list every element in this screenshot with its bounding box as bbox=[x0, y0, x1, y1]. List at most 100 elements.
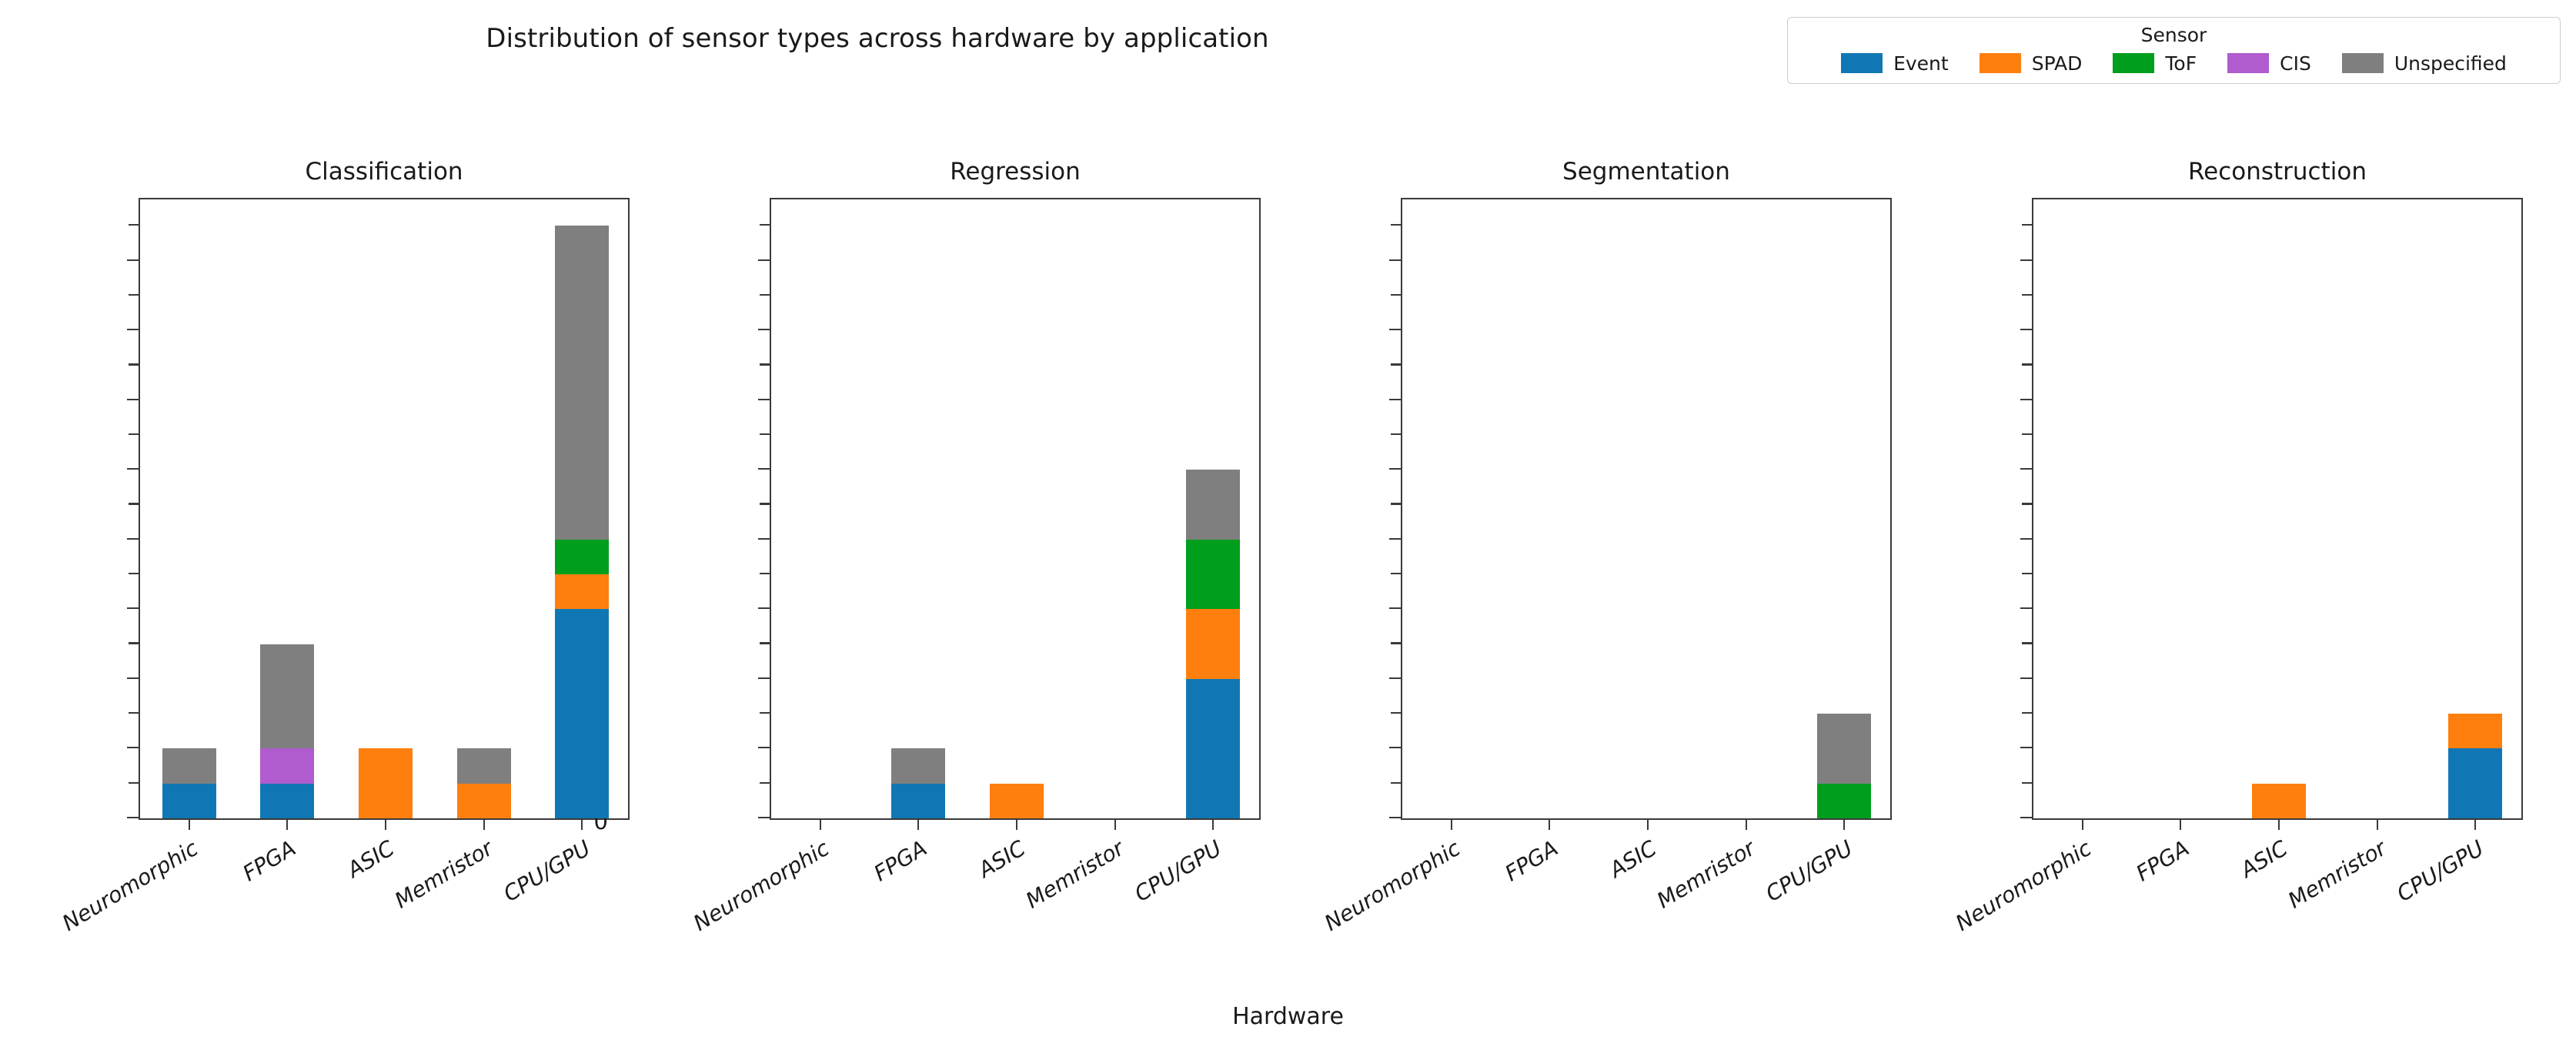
legend-entry[interactable]: Event bbox=[1841, 52, 1949, 75]
y-tick-minor bbox=[760, 572, 771, 575]
bar-segment-unspecified[interactable] bbox=[891, 748, 946, 784]
legend-swatch-icon bbox=[1979, 53, 2021, 74]
bar-stack[interactable] bbox=[2251, 783, 2307, 818]
y-tick-major bbox=[127, 677, 140, 679]
legend-entry[interactable]: CIS bbox=[2227, 52, 2311, 75]
y-tick-minor bbox=[1391, 503, 1402, 505]
x-tick bbox=[1549, 818, 1551, 830]
bar-segment-event[interactable] bbox=[891, 783, 946, 818]
subplot-title: Reconstruction bbox=[2187, 158, 2367, 186]
bar-segment-unspecified[interactable] bbox=[456, 748, 511, 784]
y-tick-major bbox=[2020, 329, 2033, 331]
x-tick bbox=[917, 818, 920, 830]
bar-segment-event[interactable] bbox=[2448, 748, 2503, 818]
bar-stack[interactable] bbox=[989, 783, 1044, 818]
bar-stack[interactable] bbox=[260, 644, 315, 818]
y-tick-major bbox=[127, 468, 140, 470]
bar-stack[interactable] bbox=[456, 748, 511, 818]
bar-stack[interactable] bbox=[2448, 714, 2503, 818]
x-tick bbox=[1646, 818, 1649, 830]
plot-area: 0246810121416NeuromorphicFPGAASICMemrist… bbox=[58, 198, 630, 936]
bar-segment-unspecified[interactable] bbox=[1186, 470, 1241, 540]
x-tick bbox=[1212, 818, 1214, 830]
bar-stack[interactable] bbox=[1817, 714, 1872, 818]
y-tick-major bbox=[758, 468, 771, 470]
legend-label: CIS bbox=[2280, 52, 2311, 75]
bar-segment-spad[interactable] bbox=[989, 783, 1044, 818]
bar-segment-event[interactable] bbox=[1186, 678, 1241, 818]
bar-segment-event[interactable] bbox=[555, 609, 610, 818]
bar-segment-event[interactable] bbox=[162, 783, 216, 818]
bar-segment-spad[interactable] bbox=[1186, 609, 1241, 679]
legend-entry[interactable]: SPAD bbox=[1979, 52, 2083, 75]
legend-swatch-icon bbox=[2113, 53, 2155, 74]
bar-segment-spad[interactable] bbox=[358, 748, 413, 818]
bar-segment-spad[interactable] bbox=[2251, 783, 2307, 818]
bar-stack[interactable] bbox=[891, 748, 946, 818]
y-tick-minor bbox=[760, 363, 771, 366]
legend-swatch-icon bbox=[2341, 53, 2384, 74]
x-tick bbox=[1450, 818, 1452, 830]
y-tick-minor bbox=[760, 433, 771, 436]
bar-segment-spad[interactable] bbox=[2448, 714, 2503, 749]
y-tick-major bbox=[2020, 747, 2033, 749]
y-tick-major bbox=[758, 607, 771, 610]
bar-stack[interactable] bbox=[162, 748, 216, 818]
y-tick-minor bbox=[1391, 642, 1402, 644]
plot-inner bbox=[127, 199, 628, 830]
y-tick-major bbox=[2020, 816, 2033, 818]
x-tick bbox=[188, 818, 190, 830]
legend-swatch-icon bbox=[2227, 53, 2270, 74]
bar-segment-spad[interactable] bbox=[456, 783, 511, 818]
y-tick-minor bbox=[1391, 224, 1402, 226]
y-tick-minor bbox=[1391, 572, 1402, 575]
y-tick-major bbox=[1389, 259, 1402, 261]
y-tick-minor bbox=[760, 781, 771, 784]
x-tick bbox=[1843, 818, 1846, 830]
bar-stack[interactable] bbox=[358, 748, 413, 818]
bar-segment-unspecified[interactable] bbox=[555, 226, 610, 540]
y-tick-major bbox=[1389, 747, 1402, 749]
bar-segment-unspecified[interactable] bbox=[1817, 714, 1872, 784]
bar-segment-unspecified[interactable] bbox=[260, 644, 315, 749]
bar-segment-event[interactable] bbox=[260, 783, 315, 818]
y-tick-major bbox=[1389, 677, 1402, 679]
y-tick-minor bbox=[2022, 781, 2033, 784]
bar-stack[interactable] bbox=[1186, 470, 1241, 818]
y-tick-minor bbox=[2022, 503, 2033, 505]
y-tick-major bbox=[758, 747, 771, 749]
bar-segment-cis[interactable] bbox=[260, 748, 315, 784]
x-tick bbox=[1114, 818, 1116, 830]
y-tick-minor bbox=[1391, 433, 1402, 436]
y-tick-minor bbox=[2022, 224, 2033, 226]
y-tick-minor bbox=[129, 712, 140, 714]
y-tick-minor bbox=[2022, 572, 2033, 575]
y-tick-minor bbox=[760, 712, 771, 714]
y-tick-minor bbox=[2022, 642, 2033, 644]
y-tick-minor bbox=[1391, 712, 1402, 714]
legend-entry[interactable]: Unspecified bbox=[2341, 52, 2507, 75]
legend-label: Unspecified bbox=[2394, 52, 2507, 75]
legend-entries: Event SPAD ToF CIS Unspecified bbox=[1799, 52, 2549, 75]
bar-segment-tof[interactable] bbox=[555, 539, 610, 575]
bar-segment-tof[interactable] bbox=[1186, 539, 1241, 610]
y-tick-major bbox=[1389, 329, 1402, 331]
y-tick-minor bbox=[129, 642, 140, 644]
y-tick-major bbox=[758, 329, 771, 331]
x-tick bbox=[2474, 818, 2477, 830]
y-tick-major bbox=[127, 398, 140, 400]
bar-segment-tof[interactable] bbox=[1817, 783, 1872, 818]
bar-segment-unspecified[interactable] bbox=[162, 748, 216, 784]
y-tick-minor bbox=[760, 293, 771, 296]
y-tick-minor bbox=[2022, 363, 2033, 366]
legend-label: SPAD bbox=[2031, 52, 2083, 75]
bar-segment-spad[interactable] bbox=[555, 574, 610, 610]
y-tick-major bbox=[127, 816, 140, 818]
y-tick-major bbox=[2020, 537, 2033, 540]
legend-label: ToF bbox=[2165, 52, 2197, 75]
legend-entry[interactable]: ToF bbox=[2113, 52, 2197, 75]
bar-stack[interactable] bbox=[555, 226, 610, 818]
